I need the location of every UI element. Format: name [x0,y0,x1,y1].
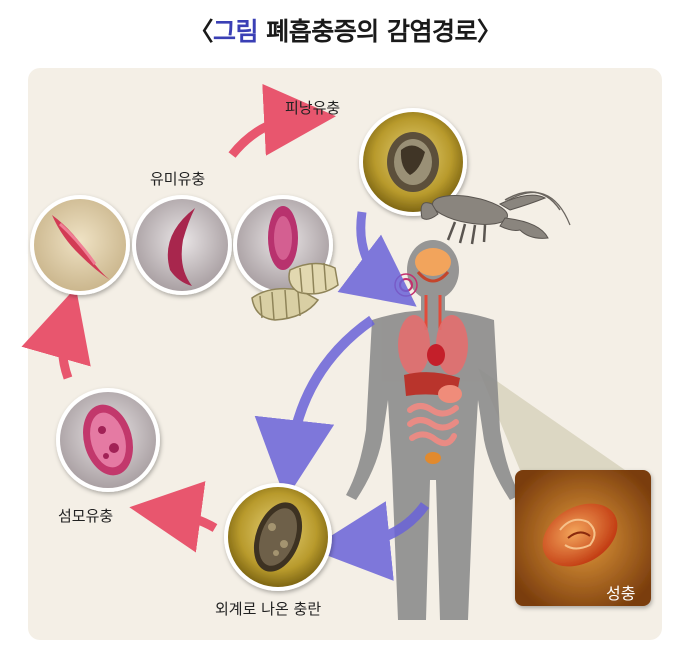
metacercaria-image [359,108,467,216]
arrow-sporocyst-to-snail-stage [21,287,91,380]
title-accent: 그림 [213,17,259,46]
label-metacercaria: 피낭유충 [285,99,341,117]
page-title: 〈그림 폐흡충증의 감염경로〉 [0,12,690,48]
title-main: 폐흡충증의 감염경로 [258,17,477,46]
snail-icon [251,262,339,321]
egg-image [224,483,332,591]
adult-worm-image [515,470,651,606]
label-egg: 외계로 나온 충란 [215,600,322,618]
cercaria-image-2 [132,195,232,295]
arrow-lung-to-egg [254,315,375,500]
crayfish-icon [420,191,571,245]
label-cercaria: 유미유충 [150,170,206,188]
arrow-egg-to-sporocyst [129,481,218,553]
label-adult: 성충 [606,584,636,603]
sporocyst-image [56,388,160,492]
organs [394,248,468,464]
arrow-ingestion [337,211,417,307]
human-body-icon [346,240,520,620]
arrow-cercaria-to-metacercaria [228,83,336,158]
cercaria-image-1 [30,195,130,295]
title-bracket-open: 〈 [188,17,214,46]
arrow-excretion [310,501,430,581]
title-bracket-close: 〉 [476,17,502,46]
label-sporocyst: 섬모유충 [58,507,114,525]
